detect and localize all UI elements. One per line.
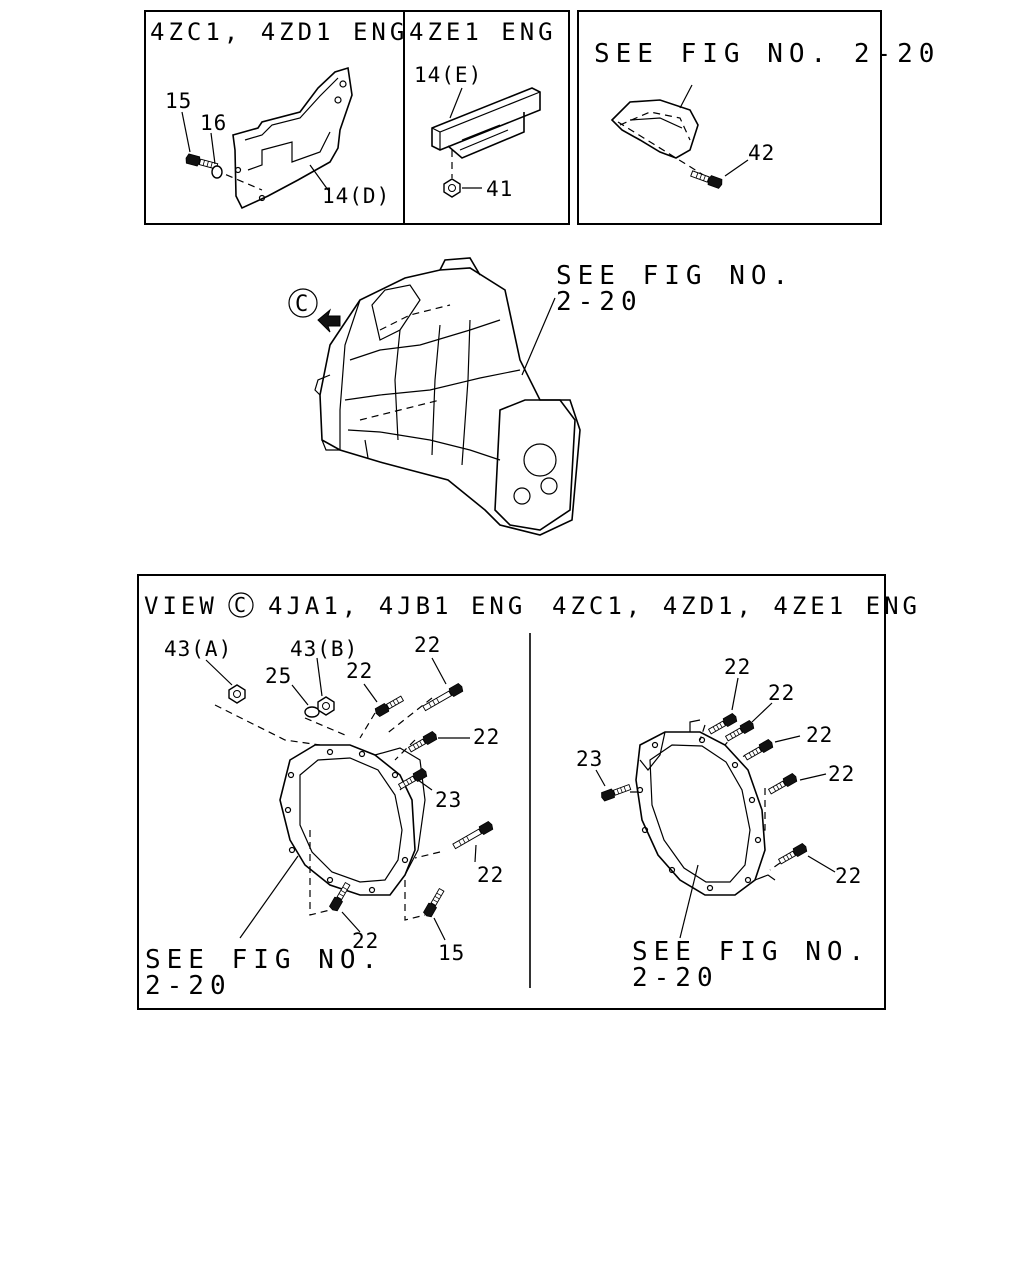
plate-14d bbox=[214, 66, 353, 210]
label-22-l5: 22 bbox=[352, 929, 379, 953]
header-4ze1: 4ZE1 ENG bbox=[409, 18, 557, 46]
transmission-assembly bbox=[314, 257, 581, 536]
see-fig-middle-line2: 2-20 bbox=[556, 287, 643, 317]
label-22-r1: 22 bbox=[724, 655, 751, 679]
header-view: VIEW bbox=[144, 592, 218, 620]
header-4zc1-4zd1-4ze1: 4ZC1, 4ZD1, 4ZE1 ENG bbox=[552, 592, 921, 620]
label-41: 41 bbox=[486, 177, 513, 201]
label-23-left: 23 bbox=[435, 788, 462, 812]
bell-housing-right bbox=[635, 719, 776, 896]
header-4ja1-4jb1: 4JA1, 4JB1 ENG bbox=[268, 592, 526, 620]
view-c-marker: C bbox=[295, 292, 308, 317]
see-fig-bottom-left-line2: 2-20 bbox=[145, 971, 232, 1001]
see-fig-top-right: SEE FIG NO. 2-20 bbox=[594, 39, 940, 69]
mount-bracket bbox=[610, 99, 699, 159]
label-22-l2: 22 bbox=[414, 633, 441, 657]
label-25: 25 bbox=[265, 664, 292, 688]
header-view-marker: C bbox=[234, 593, 246, 617]
view-c-arrow: C bbox=[288, 288, 341, 333]
label-43b: 43(B) bbox=[290, 637, 358, 661]
label-15-bottom: 15 bbox=[438, 941, 465, 965]
see-fig-middle-line1: SEE FIG NO. bbox=[556, 261, 794, 291]
label-22-l3: 22 bbox=[473, 725, 500, 749]
label-14d: 14(D) bbox=[322, 184, 390, 208]
label-22-l4: 22 bbox=[477, 863, 504, 887]
label-22-r4: 22 bbox=[828, 762, 855, 786]
label-22-l1: 22 bbox=[346, 659, 373, 683]
top-left-panel: 4ZC1, 4ZD1 ENG 4ZE1 ENG 15 16 14(D) bbox=[144, 10, 570, 225]
bell-housing-left bbox=[279, 744, 426, 896]
label-22-r2: 22 bbox=[768, 681, 795, 705]
see-fig-bottom-left-line1: SEE FIG NO. bbox=[145, 945, 383, 975]
label-22-r5: 22 bbox=[835, 864, 862, 888]
top-right-panel: SEE FIG NO. 2-20 42 bbox=[577, 10, 940, 225]
bracket-14e bbox=[431, 87, 541, 159]
label-22-r3: 22 bbox=[806, 723, 833, 747]
see-fig-bottom-right-line1: SEE FIG NO. bbox=[632, 937, 870, 967]
label-23-right: 23 bbox=[576, 747, 603, 771]
bottom-panel: VIEW C 4JA1, 4JB1 ENG 4ZC1, 4ZD1, 4ZE1 E… bbox=[137, 574, 921, 1010]
see-fig-bottom-right-line2: 2-20 bbox=[632, 963, 719, 993]
label-14e: 14(E) bbox=[414, 63, 482, 87]
label-43a: 43(A) bbox=[164, 637, 232, 661]
header-4zc1-4zd1: 4ZC1, 4ZD1 ENG bbox=[150, 18, 408, 46]
label-42: 42 bbox=[748, 141, 775, 165]
label-16-top: 16 bbox=[200, 111, 227, 135]
label-15-top: 15 bbox=[165, 89, 192, 113]
